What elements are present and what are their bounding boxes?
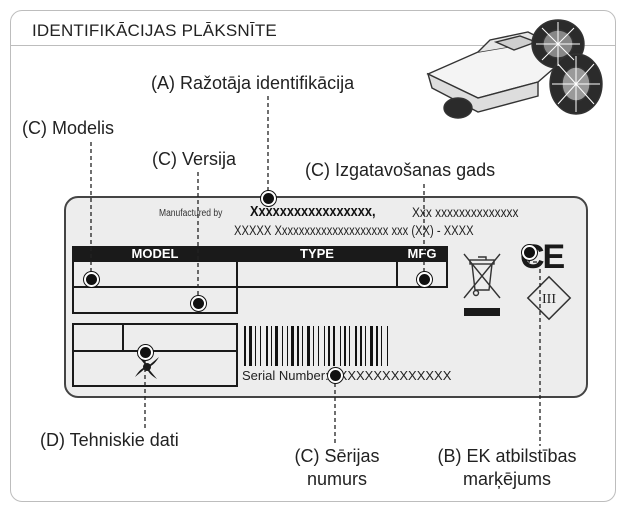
barcode-bar [360,326,362,366]
barcode-bar [340,326,341,366]
weee-bin-icon [463,253,501,316]
leader-ce [528,252,541,446]
label-ce-line1: (B) EK atbilstības [437,446,577,466]
version-field [72,286,238,314]
barcode-bar [355,326,357,366]
barcode-bar [271,326,272,366]
dot-version [191,296,206,311]
label-model: (C) Modelis [22,118,115,138]
mfg-field [396,262,448,288]
label-serial-line2: numurs [306,469,368,489]
dot-serial [328,368,343,383]
barcode-bar [307,326,310,366]
label-manufacturer-id: (A) Ražotāja identifikācija [151,73,355,93]
header-divider [10,45,616,46]
label-version: (C) Versija [152,149,237,169]
barcode-bar [297,326,299,366]
dot-technical [138,345,153,360]
label-ce-marking: (B) EK atbilstības marķējums [420,445,594,491]
barcode-bar [260,326,261,366]
dot-model [84,272,99,287]
plate-serial-label: Serial Number: [242,368,329,383]
label-serial-line1: (C) Sērijas [294,446,380,466]
plate-address-line1: Xxx xxxxxxxxxxxxxx [412,204,519,220]
barcode-bar [381,326,382,366]
type-header: TYPE [238,246,396,262]
mfg-header: MFG [396,246,448,262]
barcode-bar [344,326,346,366]
class-iii-icon: III [526,275,572,321]
barcode-bar [328,326,330,366]
plate-serial-value: XXXXXXXXXXXXXX [330,368,452,383]
class-iii-text: III [542,292,556,307]
dot-ce [522,245,537,260]
serial-barcode [244,326,388,366]
plate-manufacturer-name: Xxxxxxxxxxxxxxxxx, [250,203,376,220]
technical-data-box [72,323,238,387]
barcode-bar [370,326,373,366]
model-header: MODEL [72,246,238,262]
plate-manufactured-by: Manufactured by [159,208,223,219]
barcode-bar [249,326,252,366]
technical-data-divider-vertical [122,323,124,351]
dot-manufacturer [261,191,276,206]
barcode-bar [275,326,278,366]
identification-plate: Manufactured by Xxxxxxxxxxxxxxxxx, Xxx x… [64,196,588,398]
barcode-bar [255,326,256,366]
barcode-bar [387,326,388,366]
barcode-bar [282,326,283,366]
barcode-bar [318,326,319,366]
label-manufacture-year: (C) Izgatavošanas gads [305,160,496,180]
barcode-bar [365,326,366,366]
technical-data-divider [72,350,238,352]
barcode-bar [302,326,303,366]
label-technical-data: (D) Tehniskie dati [40,430,179,450]
label-ce-line2: marķējums [462,469,551,489]
barcode-bar [324,326,325,366]
barcode-bar [266,326,268,366]
barcode-bar [244,326,246,366]
barcode-bar [291,326,294,366]
robot-mower-illustration [426,19,603,119]
barcode-bar [333,326,335,366]
panel-frame [10,10,616,502]
panel-title: IDENTIFIKĀCIJAS PLĀKSNĪTE [32,21,277,40]
barcode-bar [287,326,288,366]
dot-year [417,272,432,287]
plate-address-line2: XXXXX Xxxxxxxxxxxxxxxxxxxx xxx (XX) - XX… [234,222,474,238]
barcode-bar [349,326,350,366]
barcode-bar [313,326,314,366]
label-serial-number: (C) Sērijas numurs [276,445,398,491]
barcode-bar [376,326,378,366]
